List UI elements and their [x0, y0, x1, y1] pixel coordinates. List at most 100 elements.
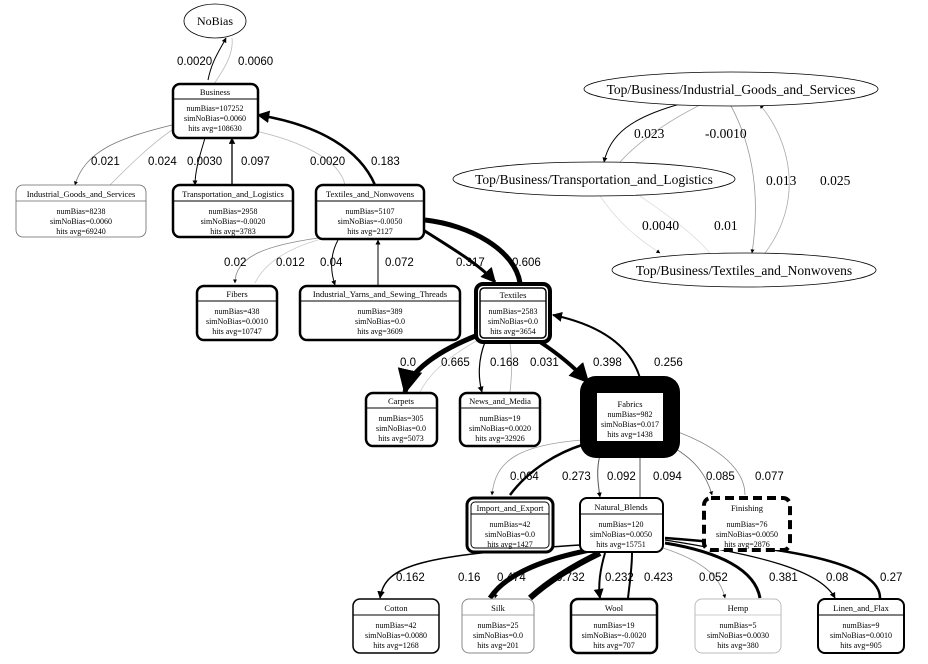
node-linen: Linen_and_Flax numBias=9 simNoBias=0.001… — [817, 598, 905, 654]
edge-label: 0.162 — [396, 572, 425, 584]
edge-label: 0.021 — [91, 156, 120, 168]
edge-label: 0.097 — [241, 156, 270, 168]
edge-news-textiles — [509, 342, 512, 393]
node-business: Business numBias=107252 simNoBias=0.0060… — [171, 82, 260, 140]
edge-label: 0.256 — [654, 357, 683, 369]
edge-label: 0.665 — [441, 357, 470, 369]
node-simnobias: simNoBias=-0.0020 — [201, 217, 266, 226]
node-carpets: Carpets numBias=305 simNoBias=0.0 hits a… — [364, 391, 439, 448]
node-title: Transportation_and_Logistics — [182, 189, 284, 199]
node-title: Linen_and_Flax — [833, 603, 889, 613]
node-simnobias: simNoBias=0.0030 — [707, 631, 769, 640]
edge-label: 0.317 — [456, 257, 485, 269]
edge-tn-fibers — [233, 237, 319, 284]
edge-label: 0.0020 — [177, 56, 212, 68]
side-edge-labels: 0.023 -0.0010 0.013 0.025 0.0040 0.01 — [634, 126, 851, 233]
edge-industrial-business — [109, 129, 173, 186]
node-nobias: NoBias — [183, 3, 247, 39]
edge-carpets-textiles — [419, 339, 479, 393]
node-title: Hemp — [728, 603, 749, 613]
node-simnobias: simNoBias=0.0010 — [206, 317, 268, 326]
node-title: Natural_Blends — [594, 502, 647, 512]
node-title: Cotton — [384, 603, 408, 613]
node-wool: Wool numBias=19 simNoBias=-0.0020 hits a… — [569, 597, 659, 655]
edge-finishing-fabrics — [677, 431, 746, 496]
node-natural: Natural_Blends numBias=120 simNoBias=0.0… — [579, 497, 664, 553]
edge-business-textiles-nonwovens — [249, 129, 346, 186]
edge-label: 0.031 — [530, 357, 559, 369]
node-news: News_and_Media numBias=19 simNoBias=0.00… — [458, 391, 542, 448]
node-transport: Transportation_and_Logistics numBias=295… — [171, 183, 295, 239]
nobias-label: NoBias — [197, 14, 233, 28]
node-hits: hits avg=10747 — [212, 327, 262, 336]
edge-label: 0.273 — [562, 471, 591, 483]
edge-business-nobias — [207, 37, 227, 81]
node-textiles: Textiles numBias=2583 simNoBias=0.0 hits… — [474, 282, 552, 344]
side-node-label: Top/Business/Transportation_and_Logistic… — [475, 172, 713, 187]
node-textiles-nonwovens: Textiles_and_Nonwovens numBias=5107 simN… — [314, 183, 426, 241]
edge-wool-natural — [627, 552, 633, 599]
node-numbias: numBias=389 — [358, 307, 403, 316]
side-edge-ind-trans — [602, 103, 681, 163]
edge-label: 0.232 — [605, 572, 634, 584]
node-title: Finishing — [731, 503, 764, 513]
edge-label: 0.0060 — [238, 56, 273, 68]
edge-label: 0.02 — [224, 257, 246, 269]
node-numbias: numBias=5 — [720, 621, 757, 630]
edge-fabrics-natural — [596, 454, 602, 498]
node-simnobias: simNoBias=0.0 — [376, 424, 426, 433]
edge-label: 0.052 — [699, 572, 728, 584]
node-hits: hits avg=32926 — [475, 434, 525, 443]
node-hits: hits avg=3654 — [490, 327, 536, 336]
edge-fabrics-textiles — [552, 311, 641, 379]
edge-label: 0.04 — [320, 257, 343, 269]
side-node-textiles: Top/Business/Textiles_and_Nonwovens — [611, 252, 877, 288]
edge-label: 0.064 — [510, 471, 539, 483]
side-node-label: Top/Business/Industrial_Goods_and_Servic… — [607, 82, 856, 97]
edge-textiles-tn — [424, 217, 523, 284]
node-hits: hits avg=3783 — [210, 227, 256, 236]
side-edge-label: -0.0010 — [705, 126, 747, 141]
node-simnobias: simNoBias=-0.0020 — [582, 631, 647, 640]
edge-label: 0.0020 — [310, 156, 345, 168]
edge-label: 0.0 — [400, 357, 416, 369]
node-numbias: numBias=25 — [478, 621, 519, 630]
node-simnobias: simNoBias=0.0 — [473, 631, 523, 640]
edge-label: 0.474 — [497, 572, 526, 584]
edge-label: 0.012 — [276, 257, 305, 269]
side-edge-tex-ind — [759, 104, 790, 254]
side-node-label: Top/Business/Textiles_and_Nonwovens — [636, 263, 852, 278]
edge-textiles-news — [477, 341, 486, 393]
node-simnobias: simNoBias=0.0060 — [184, 114, 246, 123]
node-silk: Silk numBias=25 simNoBias=0.0 hits avg=2… — [461, 598, 535, 654]
node-simnobias: simNoBias=0.0050 — [590, 530, 652, 539]
side-graph-edges — [599, 103, 790, 254]
edge-tn-yarns — [331, 239, 339, 286]
edge-label: 0.168 — [490, 357, 519, 369]
node-industrial: Industrial_Goods_and_Services numBias=82… — [15, 184, 147, 238]
side-edge-tex-trans — [639, 195, 711, 254]
edge-tn-textiles — [419, 226, 497, 284]
node-title: Wool — [605, 603, 624, 613]
node-simnobias: simNoBias=0.0050 — [716, 530, 778, 539]
node-title: Textiles — [500, 290, 527, 300]
edge-label: 0.077 — [755, 471, 784, 483]
edge-label: 0.094 — [653, 471, 682, 483]
node-title: Fibers — [226, 289, 247, 299]
edge-hemp-natural — [664, 541, 762, 599]
edge-label: 0.08 — [826, 572, 848, 584]
edge-label: 0.0030 — [187, 156, 222, 168]
node-title: Carpets — [388, 396, 414, 406]
node-title: Import_and_Export — [476, 503, 544, 513]
node-numbias: numBias=19 — [594, 621, 635, 630]
node-hits: hits avg=201 — [477, 641, 519, 650]
side-edge-label: 0.0040 — [642, 218, 679, 233]
edge-textiles-carpets — [397, 332, 479, 395]
node-hits: hits avg=1268 — [373, 641, 419, 650]
node-finishing: Finishing numBias=76 simNoBias=0.0050 hi… — [702, 496, 792, 552]
edge-import-fabrics — [508, 443, 583, 496]
node-yarns: Industrial_Yarns_and_Sewing_Threads numB… — [298, 284, 462, 342]
node-title: Silk — [491, 603, 505, 613]
edge-label: 0.606 — [512, 257, 541, 269]
edge-natural-hemp — [662, 547, 727, 599]
